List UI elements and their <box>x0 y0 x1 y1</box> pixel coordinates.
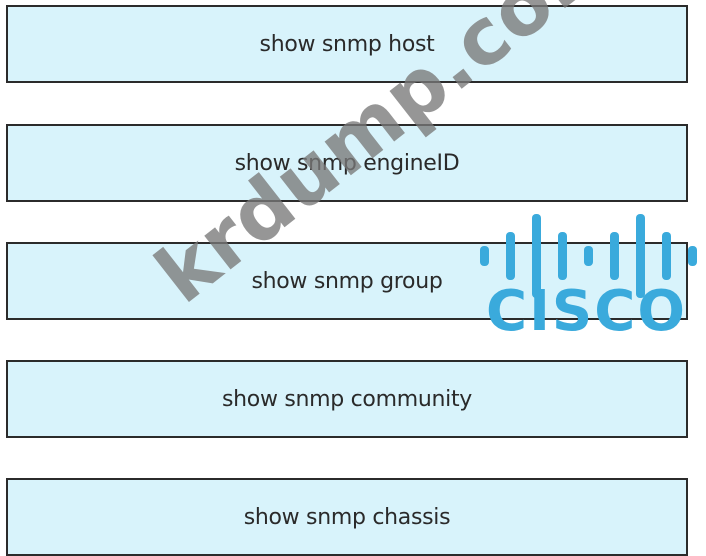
option-label: show snmp chassis <box>243 504 451 530</box>
option-label: show snmp engineID <box>234 150 460 176</box>
option-show-snmp-chassis[interactable]: show snmp chassis <box>6 478 688 556</box>
option-show-snmp-community[interactable]: show snmp community <box>6 360 688 438</box>
option-show-snmp-engineid[interactable]: show snmp engineID <box>6 124 688 202</box>
option-label: show snmp community <box>221 386 472 412</box>
option-label: show snmp group <box>251 268 443 294</box>
option-show-snmp-group[interactable]: show snmp group <box>6 242 688 320</box>
option-show-snmp-host[interactable]: show snmp host <box>6 5 688 83</box>
option-label: show snmp host <box>259 31 435 57</box>
